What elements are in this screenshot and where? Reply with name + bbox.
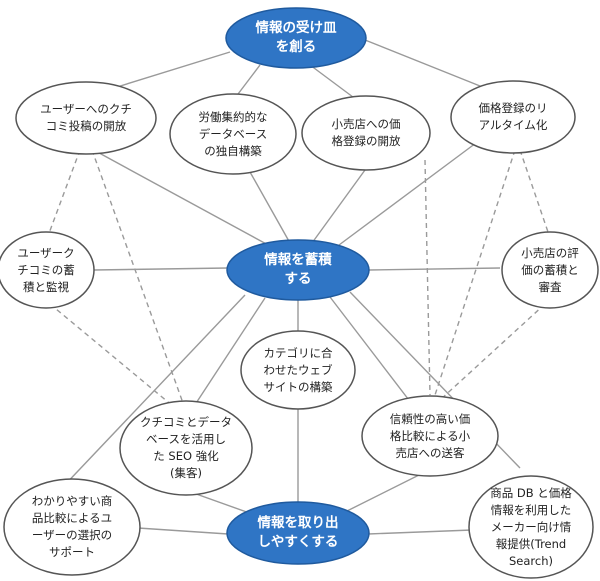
dashed-user-review-monitor	[47, 149, 81, 237]
edge-accumulate-seo	[184, 297, 266, 421]
hub-create-shape	[225, 7, 367, 69]
edge-easy-compare-retrieve	[137, 527, 229, 535]
edge-create-labor-db	[234, 64, 261, 99]
dashed-monitor-seo	[49, 303, 181, 413]
edge-user-review-accumulate	[89, 147, 271, 247]
node-user-review-monitor-shape	[0, 231, 95, 309]
dashed-store-review-reliable	[439, 303, 546, 401]
dashed-connectors	[47, 149, 549, 413]
dashed-user-review-seo	[91, 149, 184, 404]
node-seo-shape	[119, 400, 253, 496]
hub-retrieve-shape	[226, 501, 370, 565]
dashed-realtime-reliable	[434, 149, 516, 396]
edge-accumulate-easy-compare	[59, 294, 246, 491]
node-labor-db-shape	[169, 93, 297, 175]
edge-labor-db-accumulate	[249, 171, 291, 244]
hub-accumulate-shape	[226, 239, 370, 301]
node-shapes	[0, 7, 599, 579]
dashed-store-price-reliable	[424, 159, 431, 396]
node-category-site-shape	[240, 330, 356, 410]
node-realtime-price-shape	[450, 80, 576, 154]
edge-accumulate-reliable	[329, 296, 416, 409]
node-store-price-open-shape	[301, 95, 431, 171]
node-store-review-shape	[501, 231, 599, 309]
edge-create-realtime	[359, 37, 491, 91]
node-easy-compare-shape	[3, 478, 141, 576]
node-user-review-open-shape	[15, 81, 157, 155]
dashed-realtime-store-review	[519, 149, 549, 233]
edge-reliable-retrieve	[344, 471, 426, 513]
node-reliable-compare-shape	[361, 395, 499, 477]
edge-store-price-accumulate	[311, 169, 366, 244]
edge-store-review-accumulate	[368, 267, 501, 271]
edge-monitor-accumulate	[93, 267, 229, 271]
node-maker-info-shape	[468, 475, 594, 579]
edge-maker-retrieve	[367, 529, 473, 535]
edge-realtime-accumulate	[334, 139, 481, 249]
